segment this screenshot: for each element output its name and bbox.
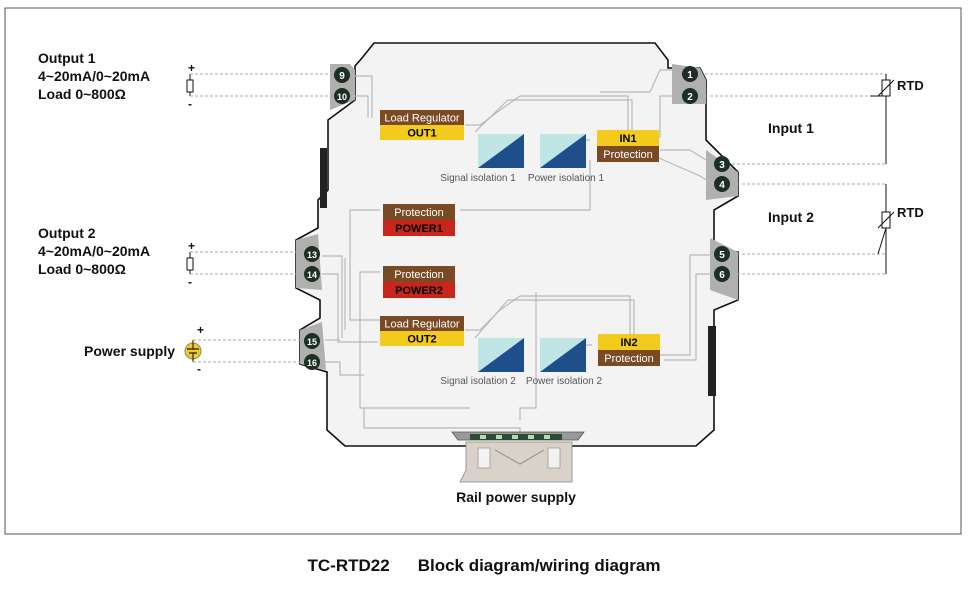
power2-label: POWER2 (395, 285, 443, 297)
terminal-9: 9 (334, 67, 350, 83)
output2-plus: + (188, 239, 195, 253)
terminal-1: 1 (682, 66, 698, 82)
out2-box (380, 331, 464, 346)
terminal-4-label: 4 (719, 180, 725, 191)
power-isolation-2-triangle (540, 338, 586, 372)
signal-isolation-2-label: Signal isolation 2 (440, 376, 516, 387)
output1-plus: + (188, 61, 195, 75)
housing-latch-left (320, 148, 327, 208)
output2-range: 4~20mA/0~20mA (38, 243, 150, 259)
in2-label: IN2 (620, 337, 637, 349)
terminal-block-13-14 (296, 234, 322, 290)
power2-box (383, 282, 455, 298)
out1-label: OUT1 (407, 128, 436, 140)
terminal-6-label: 6 (719, 270, 725, 281)
output2-minus: - (188, 275, 192, 289)
terminal-16: 16 (304, 354, 320, 370)
terminal-2-label: 2 (687, 92, 693, 103)
rtd1-symbol (870, 74, 895, 164)
rtd2-symbol (877, 184, 895, 274)
terminal-6: 6 (714, 266, 730, 282)
load-regulator-2-label: Load Regulator (384, 319, 460, 331)
terminal-14: 14 (304, 266, 320, 282)
output2-load: Load 0~800Ω (38, 261, 126, 277)
rail-label: Rail power supply (456, 489, 576, 505)
rtd1-label: RTD (897, 78, 924, 93)
housing-latch-right (708, 326, 716, 396)
power1-box (383, 220, 455, 236)
terminal-13-label: 13 (307, 250, 317, 260)
signal-isolation-1-label: Signal isolation 1 (440, 173, 516, 184)
output1-range: 4~20mA/0~20mA (38, 68, 150, 84)
output2-title: Output 2 (38, 225, 96, 241)
terminal-9-label: 9 (339, 71, 345, 82)
terminal-4: 4 (714, 176, 730, 192)
terminal-15: 15 (304, 333, 320, 349)
load-regulator-1 (380, 110, 464, 125)
load-regulator-2 (380, 316, 464, 331)
power1-protection-box (383, 204, 455, 220)
terminal-15-label: 15 (307, 337, 317, 347)
terminal-3-label: 3 (719, 160, 725, 171)
terminal-10: 10 (334, 88, 350, 104)
caption-model: TC-RTD22 (307, 556, 390, 575)
terminal-13: 13 (304, 246, 320, 262)
terminal-5-label: 5 (719, 250, 725, 261)
rail-slots (477, 447, 561, 469)
rtd2-label: RTD (897, 205, 924, 220)
in1-protection-box (597, 146, 659, 162)
power-isolation-1-label: Power isolation 1 (528, 173, 605, 184)
out2-label: OUT2 (407, 334, 436, 346)
out1-box (380, 125, 464, 140)
power1-protection-label: Protection (394, 207, 444, 219)
in1-protection-label: Protection (603, 149, 653, 161)
in2-protection-label: Protection (604, 353, 654, 365)
terminal-1-label: 1 (687, 70, 693, 81)
terminal-2: 2 (682, 88, 698, 104)
power2-protection-box (383, 266, 455, 282)
output2-resistor (186, 252, 194, 274)
load-regulator-1-label: Load Regulator (384, 113, 460, 125)
module-housing (295, 42, 739, 447)
power-plus: + (197, 323, 204, 337)
signal-isolation-2-triangle (478, 338, 524, 372)
output1-resistor (186, 74, 194, 96)
in2-box (598, 334, 660, 350)
power-isolation-2-label: Power isolation 2 (526, 376, 603, 387)
power-minus: - (197, 362, 201, 376)
in1-box (597, 130, 659, 146)
output1-title: Output 1 (38, 50, 96, 66)
in2-protection-box (598, 350, 660, 366)
terminal-14-label: 14 (307, 270, 317, 280)
terminals: 9 10 1 2 3 4 5 6 13 14 15 16 (304, 66, 730, 370)
output1-load: Load 0~800Ω (38, 86, 126, 102)
rail-bridge (494, 449, 545, 465)
signal-isolation-1-triangle (478, 134, 524, 168)
rail-pins (480, 435, 550, 439)
output1-minus: - (188, 97, 192, 111)
power2-protection-label: Protection (394, 269, 444, 281)
terminal-block-3-4 (706, 150, 738, 200)
power-supply-label: Power supply (84, 343, 175, 359)
power1-label: POWER1 (395, 223, 443, 235)
input2-label: Input 2 (768, 209, 814, 225)
power-supply-icon (184, 340, 202, 362)
internal-wiring (322, 69, 716, 440)
terminal-10-label: 10 (337, 92, 347, 102)
input1-label: Input 1 (768, 120, 814, 136)
power-isolation-1-triangle (540, 134, 586, 168)
terminal-16-label: 16 (307, 358, 317, 368)
figure-caption: TC-RTD22 Block diagram/wiring diagram (0, 556, 968, 576)
caption-title: Block diagram/wiring diagram (417, 556, 661, 575)
terminal-5: 5 (714, 246, 730, 262)
in1-label: IN1 (619, 133, 636, 145)
terminal-3: 3 (714, 156, 730, 172)
